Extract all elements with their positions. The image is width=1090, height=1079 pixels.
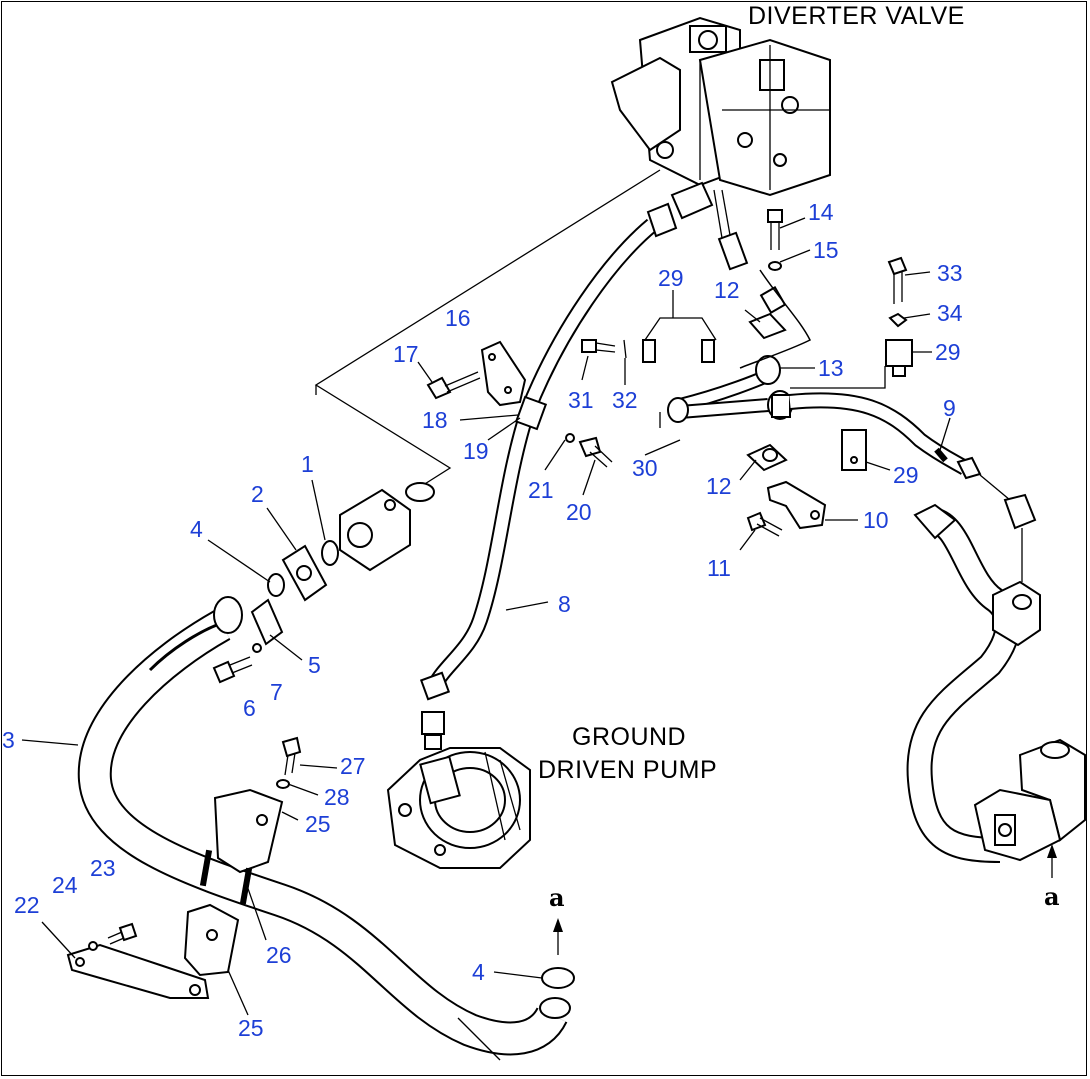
callout-30: 30 xyxy=(632,455,658,481)
ground-driven-pump xyxy=(386,747,531,869)
bolt-27-washer-28 xyxy=(276,736,302,789)
o-ring-4 xyxy=(267,573,285,597)
callout-4-lower: 4 xyxy=(472,959,485,985)
callout-27: 27 xyxy=(340,753,366,779)
ref-a-left: a xyxy=(549,883,565,912)
callout-28: 28 xyxy=(324,784,350,810)
clamp-25-lower xyxy=(183,903,240,977)
callout-24: 24 xyxy=(52,872,78,898)
callout-32: 32 xyxy=(612,387,638,413)
callout-13: 13 xyxy=(818,355,844,381)
callout-5: 5 xyxy=(308,652,321,678)
clamp-25-upper xyxy=(213,788,284,874)
callout-10: 10 xyxy=(863,507,889,533)
hose-9 xyxy=(789,392,1037,582)
flange-2 xyxy=(281,544,328,602)
callout-1: 1 xyxy=(301,451,314,477)
leader-29-right xyxy=(790,366,886,389)
clamp-29-right xyxy=(885,339,913,377)
callout-12-upper: 12 xyxy=(714,277,740,303)
callout-22: 22 xyxy=(14,892,40,918)
ground-driven-pump-label-line2: DRIVEN PUMP xyxy=(538,756,717,784)
callout-9: 9 xyxy=(943,395,956,421)
split-flange-5 xyxy=(250,598,284,646)
block-12-upper xyxy=(748,312,787,340)
hydraulic-motor xyxy=(973,738,1086,862)
bracket-10-bolt-11 xyxy=(746,480,827,537)
callout-2: 2 xyxy=(251,481,264,507)
ref-a-arrow-left xyxy=(553,918,563,955)
callout-3: 3 xyxy=(2,727,15,753)
callout-15: 15 xyxy=(813,237,839,263)
bolt-14-washer-15 xyxy=(767,209,783,271)
bolt-20-washer-21 xyxy=(565,433,613,468)
bolt-17 xyxy=(426,371,481,400)
ground-driven-pump-label-line1: GROUND xyxy=(572,723,686,751)
right-pipe xyxy=(906,503,1041,863)
clamp-29-lower xyxy=(841,429,867,471)
bracket-29-upper xyxy=(642,317,717,363)
bolt-23-washer-24 xyxy=(88,922,138,951)
callout-7: 7 xyxy=(270,679,283,705)
callout-20: 20 xyxy=(566,499,592,525)
hose-3 xyxy=(77,596,571,1061)
ref-a-arrow-right xyxy=(1047,844,1057,878)
callout-29-top: 29 xyxy=(658,265,684,291)
callout-25-lower: 25 xyxy=(238,1015,264,1041)
callout-19: 19 xyxy=(463,438,489,464)
bolt-33-washer-34 xyxy=(887,256,908,328)
diverter-valve-label: DIVERTER VALVE xyxy=(748,2,965,30)
callout-12-lower: 12 xyxy=(706,473,732,499)
o-ring-1 xyxy=(321,540,339,566)
callout-29-right: 29 xyxy=(935,339,961,365)
clamp-19 xyxy=(514,395,548,431)
bracket-22 xyxy=(66,943,210,999)
callout-29-lower: 29 xyxy=(893,462,919,488)
callout-25-upper: 25 xyxy=(305,811,331,837)
band-26 xyxy=(199,849,253,905)
callout-16: 16 xyxy=(445,305,471,331)
callout-34: 34 xyxy=(937,300,963,326)
callout-26: 26 xyxy=(266,942,292,968)
callout-14: 14 xyxy=(808,199,834,225)
callout-31: 31 xyxy=(568,387,594,413)
callout-8: 8 xyxy=(558,591,571,617)
clamp-16 xyxy=(480,340,527,407)
callout-4-upper: 4 xyxy=(190,516,203,542)
o-ring-4-lower xyxy=(541,967,575,989)
bolt-6-washer-7 xyxy=(212,643,262,684)
callout-11: 11 xyxy=(707,555,731,581)
callout-33: 33 xyxy=(937,260,963,286)
callout-6: 6 xyxy=(243,695,256,721)
diverter-valve xyxy=(610,16,831,197)
callout-23: 23 xyxy=(90,855,116,881)
callout-18: 18 xyxy=(422,407,448,433)
callout-17: 17 xyxy=(393,341,419,367)
callout-21: 21 xyxy=(528,477,554,503)
leader-lines xyxy=(21,217,951,1016)
pipe-from-diverter xyxy=(713,189,812,369)
reference-lines xyxy=(314,169,661,488)
pump-adapter xyxy=(339,482,435,572)
block-12-lower xyxy=(746,443,788,472)
bolt-31-pin-32 xyxy=(581,339,627,359)
hose-8 xyxy=(419,181,714,750)
ref-a-right: a xyxy=(1044,882,1060,911)
